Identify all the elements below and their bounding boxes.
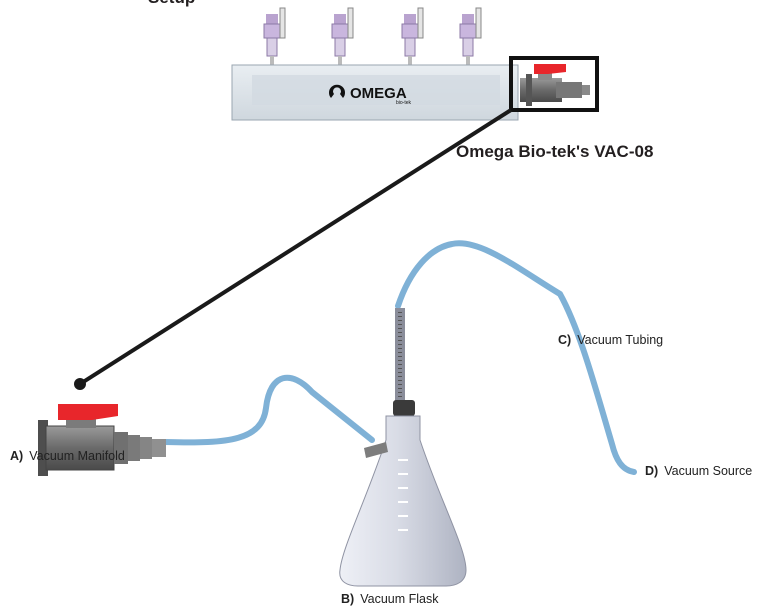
callout-line — [78, 108, 513, 386]
vacuum-flask — [339, 308, 467, 587]
omega-logo: OMEGA bio-tek — [328, 84, 412, 106]
vacuum-tubing-to-source — [395, 240, 637, 475]
label-letter: B) — [341, 592, 355, 606]
vacuum-manifold-top: OMEGA bio-tek — [231, 7, 599, 121]
label-letter: D) — [645, 464, 659, 478]
label-text: Vacuum Flask — [360, 592, 439, 606]
label-vacuum-manifold: A) Vacuum Manifold — [10, 449, 125, 463]
label-letter: C) — [558, 333, 572, 347]
label-text: Vacuum Source — [664, 464, 753, 478]
manifold-port — [401, 7, 424, 70]
label-vacuum-flask: B) Vacuum Flask — [341, 592, 438, 606]
label-vacuum-source: D) Vacuum Source — [645, 464, 752, 478]
omega-logo-sub: bio-tek — [396, 100, 412, 106]
product-caption: Omega Bio-tek's VAC-08 — [456, 142, 654, 161]
label-letter: A) — [10, 449, 24, 463]
label-vacuum-tubing: C) Vacuum Tubing — [558, 333, 663, 347]
section-title-partial: Setup — [148, 0, 195, 8]
label-text: Vacuum Manifold — [29, 449, 125, 463]
manifold-port — [331, 7, 354, 70]
manifold-port — [459, 7, 482, 70]
manifold-port — [263, 7, 286, 70]
vacuum-manifold-valve — [38, 404, 166, 476]
manifold-valve — [520, 64, 590, 106]
callout-highlight-box — [509, 56, 599, 112]
omega-logo-text: OMEGA — [350, 85, 407, 102]
callout-dot — [74, 378, 86, 390]
vacuum-tubing-to-flask — [162, 374, 375, 446]
label-text: Vacuum Tubing — [577, 333, 664, 347]
